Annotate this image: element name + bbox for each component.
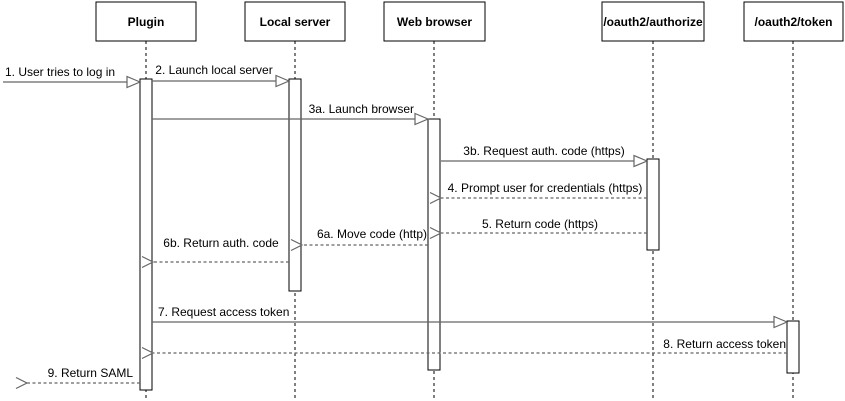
message-label-7: 7. Request access token xyxy=(158,305,289,319)
participant-label-oauth2-authorize: /oauth2/authorize xyxy=(603,15,703,29)
arrowhead-open-5 xyxy=(429,226,443,240)
arrowhead-open-4 xyxy=(429,191,443,205)
arrowhead-hollow-2 xyxy=(275,74,291,88)
arrowhead-hollow-1 xyxy=(126,75,142,89)
message-label-1: 1. User tries to log in xyxy=(5,65,115,79)
arrowhead-open-6b xyxy=(141,255,155,269)
participant-box-oauth2-authorize xyxy=(601,1,705,42)
activation-oauth2-authorize xyxy=(646,158,660,251)
message-label-6a: 6a. Move code (http) xyxy=(317,227,427,241)
participant-box-web-browser xyxy=(383,1,486,42)
participant-label-plugin: Plugin xyxy=(128,15,165,29)
arrowhead-open-8 xyxy=(141,346,155,360)
activation-oauth2-token xyxy=(786,320,800,374)
message-label-2: 2. Launch local server xyxy=(155,63,272,77)
arrowhead-hollow-3a xyxy=(414,112,430,126)
activation-local-server xyxy=(288,78,302,292)
message-label-6b: 6b. Return auth. code xyxy=(163,236,279,250)
arrowhead-open-6a xyxy=(290,238,304,252)
message-label-8: 8. Return access token xyxy=(663,337,786,351)
participant-label-local-server: Local server xyxy=(260,15,331,29)
message-label-4: 4. Prompt user for credentials (https) xyxy=(448,181,643,195)
activation-web-browser xyxy=(427,118,441,371)
activation-plugin xyxy=(139,78,153,391)
arrowhead-hollow-3b xyxy=(633,154,649,168)
arrowhead-hollow-7 xyxy=(773,315,789,329)
participant-label-web-browser: Web browser xyxy=(397,15,472,29)
message-label-9: 9. Return SAML xyxy=(48,366,134,380)
participant-box-plugin xyxy=(95,1,197,42)
message-label-3a: 3a. Launch browser xyxy=(309,102,414,116)
message-label-3b: 3b. Request auth. code (https) xyxy=(463,144,624,158)
participant-box-local-server xyxy=(244,1,346,42)
participant-box-oauth2-token xyxy=(743,1,844,42)
arrowhead-open-9 xyxy=(15,376,29,390)
participant-label-oauth2-token: /oauth2/token xyxy=(754,15,832,29)
message-label-5: 5. Return code (https) xyxy=(482,217,598,231)
